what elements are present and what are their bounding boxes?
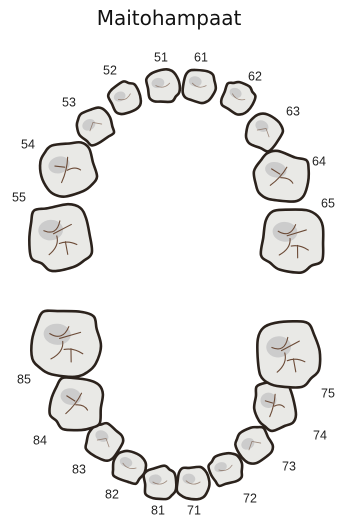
tooth-label-53: 53	[62, 95, 76, 109]
tooth-65	[259, 206, 327, 274]
tooth-61	[181, 68, 219, 106]
tooth-75	[255, 319, 323, 391]
tooth-label-74: 74	[313, 428, 327, 442]
tooth-label-84: 84	[33, 433, 47, 447]
tooth-label-64: 64	[312, 154, 326, 168]
tooth-label-51: 51	[154, 50, 168, 64]
tooth-label-82: 82	[105, 487, 119, 501]
tooth-label-73: 73	[282, 459, 296, 473]
tooth-63	[240, 108, 287, 155]
tooth-84	[46, 374, 107, 435]
tooth-label-63: 63	[286, 104, 300, 118]
tooth-81	[143, 465, 178, 501]
tooth-label-62: 62	[248, 69, 262, 83]
tooth-85	[29, 308, 104, 380]
tooth-64	[249, 147, 313, 206]
tooth-label-75: 75	[321, 386, 335, 400]
tooth-51	[145, 67, 182, 105]
tooth-52	[105, 77, 145, 118]
tooth-label-72: 72	[243, 491, 257, 505]
tooth-label-85: 85	[17, 372, 31, 386]
tooth-55	[26, 202, 94, 273]
tooth-label-52: 52	[103, 63, 117, 77]
tooth-62	[217, 77, 259, 118]
tooth-label-71: 71	[187, 503, 201, 517]
tooth-label-65: 65	[321, 196, 335, 210]
tooth-71	[176, 465, 211, 500]
tooth-label-61: 61	[194, 50, 208, 64]
tooth-label-83: 83	[72, 462, 86, 476]
tooth-label-55: 55	[12, 190, 26, 204]
tooth-label-54: 54	[21, 137, 35, 151]
tooth-label-81: 81	[151, 503, 165, 517]
